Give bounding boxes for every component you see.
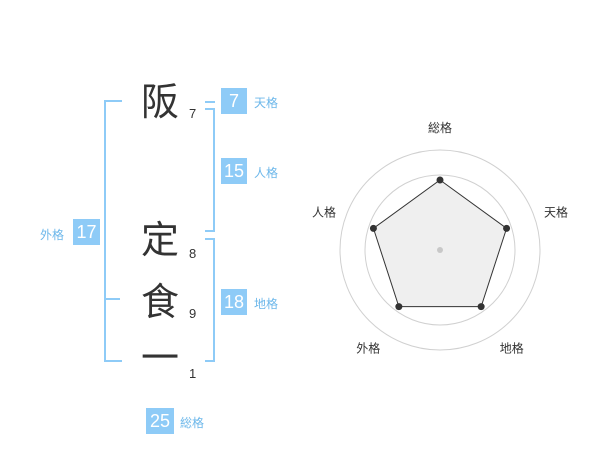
radar-center-dot — [437, 247, 443, 253]
radar-polygon — [372, 179, 508, 308]
tenkaku-value-box: 7 — [221, 88, 247, 114]
radar-ring — [339, 149, 541, 351]
chikaku-label: 地格 — [254, 297, 279, 311]
radar-axis-label: 外格 — [356, 341, 380, 356]
radar-point — [436, 176, 444, 184]
chikaku-value-box: 18 — [221, 289, 247, 315]
chikaku-bracket — [205, 238, 215, 362]
tenkaku-label: 天格 — [254, 96, 279, 110]
gaikaku-bracket-tick — [106, 298, 120, 300]
jinkaku-bracket — [205, 108, 215, 232]
name-char-4: 一 — [140, 336, 179, 380]
radar-axis-label: 総格 — [428, 120, 452, 135]
radar-point — [477, 303, 485, 311]
stroke-count-3: 9 — [189, 306, 197, 321]
jinkaku-value-box: 15 — [221, 158, 247, 184]
name-char-2: 定 — [140, 218, 179, 262]
stroke-count-2: 8 — [189, 246, 197, 261]
stroke-count-4: 1 — [189, 366, 197, 381]
radar-point — [395, 303, 403, 311]
gaikaku-label: 外格 — [40, 228, 65, 242]
radar-point — [369, 224, 377, 232]
jinkaku-label: 人格 — [254, 166, 279, 180]
name-char-3: 食 — [140, 280, 179, 324]
radar-axis-label: 人格 — [312, 204, 336, 219]
soukaku-label: 総格 — [180, 416, 205, 430]
radar-axis-label: 天格 — [544, 204, 568, 219]
radar-point — [503, 224, 511, 232]
gaikaku-bracket — [104, 100, 122, 362]
radar-axis-label: 地格 — [500, 341, 524, 356]
stroke-count-1: 7 — [189, 106, 197, 121]
soukaku-value-box: 25 — [146, 408, 174, 434]
radar-ring — [364, 174, 516, 326]
gaikaku-value-box: 17 — [73, 219, 100, 245]
name-char-1: 阪 — [140, 80, 179, 124]
tenkaku-bracket — [205, 101, 215, 103]
